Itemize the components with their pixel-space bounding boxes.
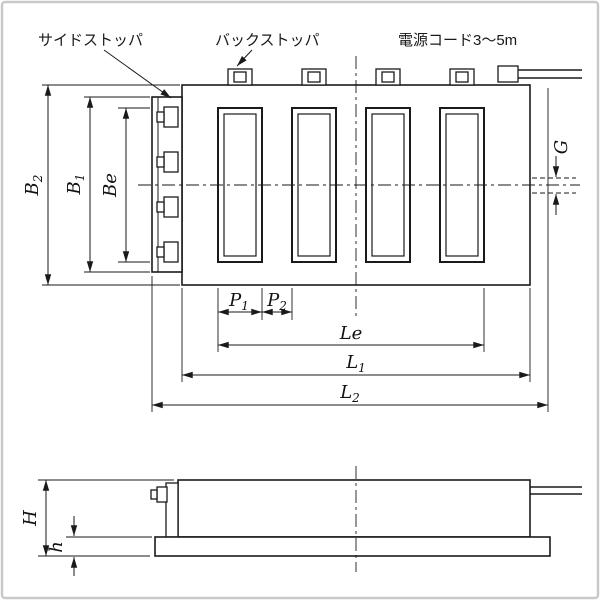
- side-stopper-bolt: [156, 151, 179, 173]
- back-stopper-leader: [236, 49, 253, 67]
- dim-L2: L2: [151, 88, 549, 412]
- dim-label-p2: P2: [266, 290, 287, 313]
- side-stopper-bolt: [156, 196, 179, 218]
- dim-label-be: Be: [100, 173, 121, 198]
- side-view-bolt: [150, 486, 168, 503]
- dim-label-l1: L1: [345, 352, 366, 375]
- side-view-body: [177, 479, 531, 538]
- dim-label-g: G: [551, 140, 572, 154]
- side-stopper-bolt: [156, 106, 179, 128]
- power-cord-label: 電源コード3〜5m: [398, 32, 517, 49]
- side-view: H h: [20, 466, 582, 576]
- callouts: サイドストッパ バックストッパ 電源コード3〜5m: [38, 32, 517, 99]
- side-stopper-plate: [151, 96, 183, 273]
- dim-label-le: Le: [339, 323, 363, 344]
- dim-label-h-upper: H: [20, 510, 41, 527]
- power-cord: [497, 65, 582, 83]
- dim-H: H: [20, 479, 174, 557]
- dim-label-b1: B1: [64, 174, 87, 196]
- dim-B1: B1: [64, 96, 150, 273]
- dim-Be: Be: [100, 107, 150, 263]
- dim-P1-P2: P1 P2: [217, 288, 293, 352]
- back-stopper-bolt: [301, 68, 327, 86]
- dim-L1: L1: [181, 288, 531, 382]
- dim-G: G: [532, 140, 576, 215]
- dim-label-b2: B2: [22, 175, 45, 197]
- dim-B2: B2: [22, 84, 180, 286]
- back-stopper-bolt: [375, 68, 401, 86]
- dim-Le: Le: [218, 288, 485, 352]
- side-stopper-label: サイドストッパ: [38, 32, 143, 49]
- back-stoppers: [227, 68, 475, 86]
- back-stopper-bolt: [227, 68, 253, 86]
- dim-label-p1: P1: [228, 290, 249, 313]
- dim-label-h-lower: h: [46, 541, 67, 553]
- dim-label-l2: L2: [339, 382, 360, 405]
- plan-view: G B2 B1 Be P1: [22, 56, 582, 412]
- back-stopper-bolt: [449, 68, 475, 86]
- back-stopper-label: バックストッパ: [215, 32, 320, 49]
- side-stopper-leader: [103, 49, 172, 99]
- base-plate: [154, 536, 551, 557]
- dim-h: h: [46, 516, 152, 576]
- side-stopper-bolt: [156, 241, 179, 263]
- cord-connector: [497, 65, 519, 83]
- side-view-stopper-plate: [165, 482, 179, 538]
